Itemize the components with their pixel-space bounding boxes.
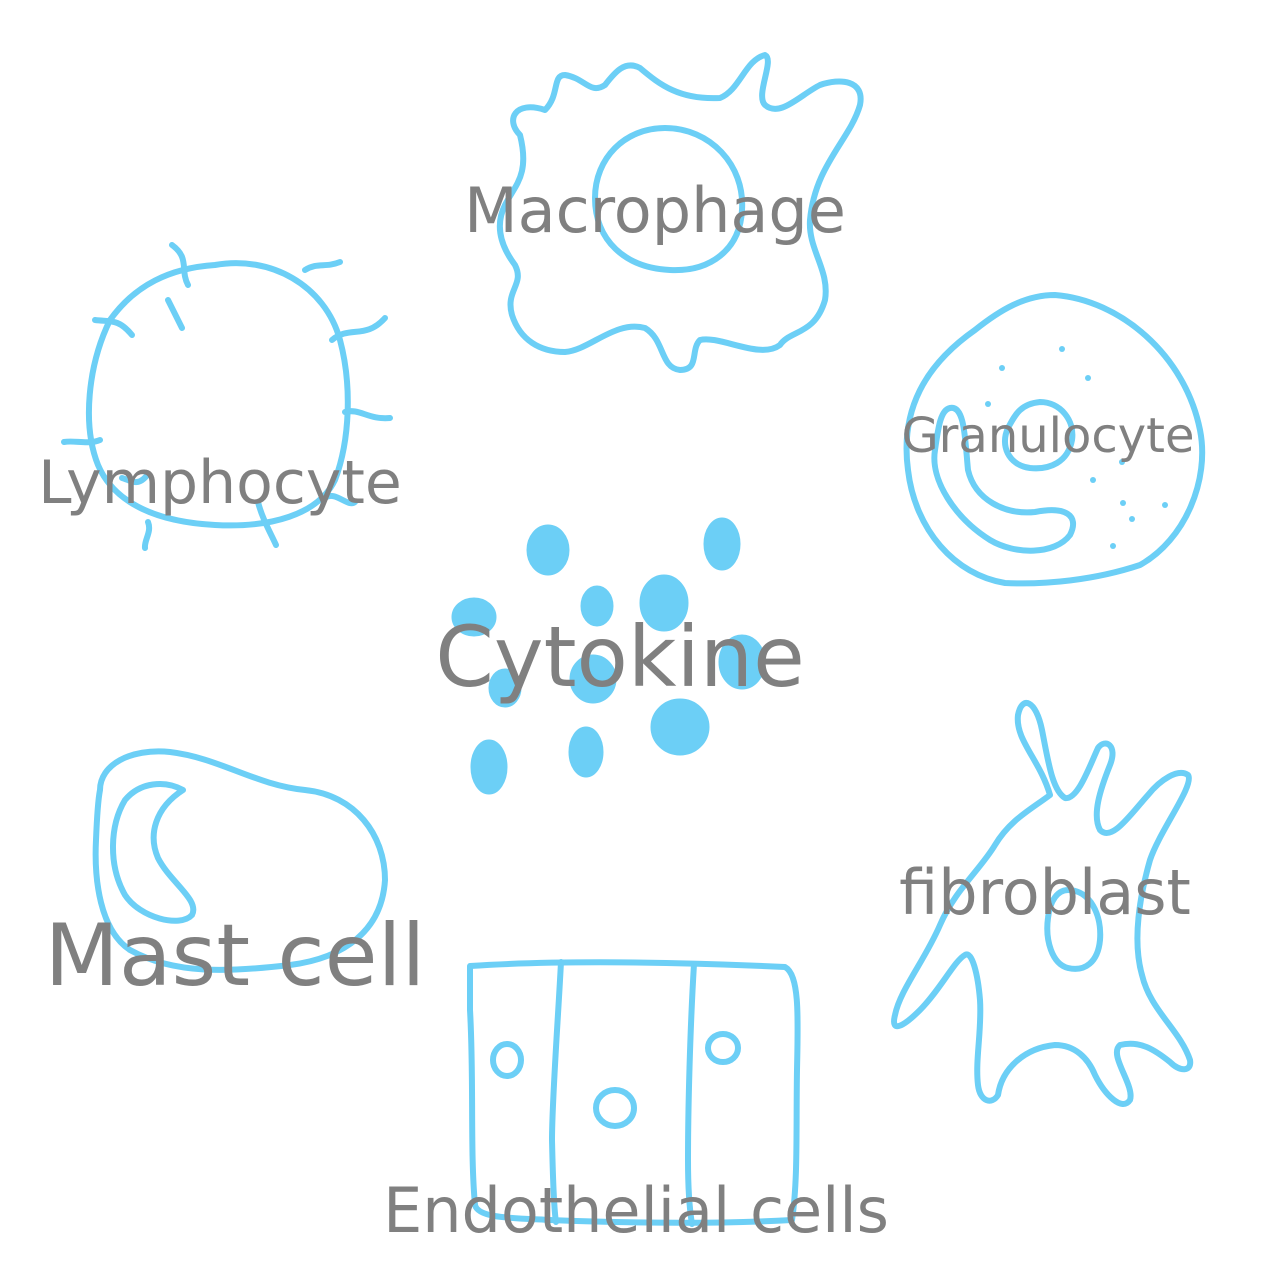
lymphocyte-microvilli xyxy=(61,242,393,551)
mast-cell-nucleus xyxy=(110,781,197,924)
mast-cell-label: Mast cell xyxy=(45,906,426,1006)
endothelial-nucleus-2 xyxy=(593,1087,637,1129)
lymphocyte-cell: Lymphocyte xyxy=(38,242,402,551)
cytokine-particles: Cytokine xyxy=(435,517,805,795)
granulocyte-nucleus xyxy=(931,399,1077,554)
macrophage-cell: Macrophage xyxy=(464,52,864,373)
lymphocyte-label: Lymphocyte xyxy=(38,448,402,518)
endothelial-label: Endothelial cells xyxy=(383,1174,889,1247)
fibroblast-nucleus xyxy=(1044,887,1104,972)
mast-cell-outline xyxy=(92,748,388,973)
fibroblast-outline xyxy=(891,700,1194,1107)
granulocyte-cell: Granulocyte xyxy=(901,292,1206,587)
macrophage-nucleus xyxy=(592,125,746,274)
endothelial-cell-border-2 xyxy=(685,961,697,1227)
endothelial-nucleus-3 xyxy=(705,1031,741,1065)
endothelial-cell-border-1 xyxy=(549,959,564,1225)
endothelial-nucleus-1 xyxy=(490,1041,524,1079)
fibroblast-label: fibroblast xyxy=(899,856,1191,929)
macrophage-label: Macrophage xyxy=(464,174,846,247)
cytokine-label: Cytokine xyxy=(435,608,805,706)
mast-cell: Mast cell xyxy=(45,748,426,1006)
macrophage-outline xyxy=(496,52,864,373)
endothelial-cells: Endothelial cells xyxy=(383,959,889,1247)
fibroblast-cell: fibroblast xyxy=(891,700,1194,1107)
granulocyte-label: Granulocyte xyxy=(901,408,1194,464)
granulocyte-outline xyxy=(903,292,1206,587)
endothelial-outline xyxy=(467,959,801,1226)
granulocyte-granules xyxy=(985,346,1168,549)
